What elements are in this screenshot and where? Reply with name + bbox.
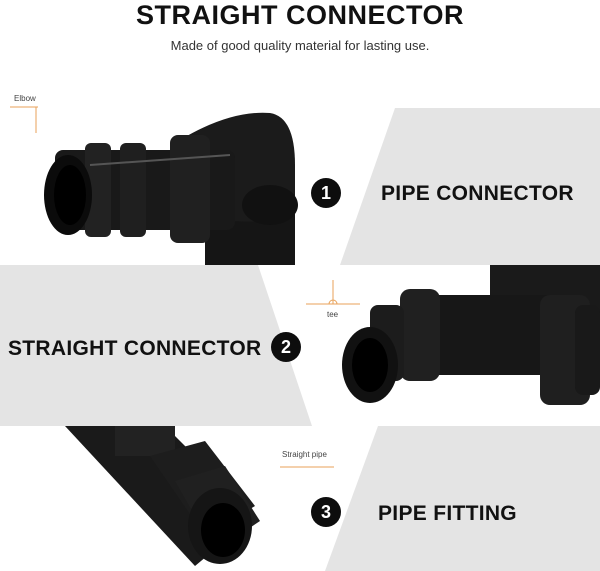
straight-pipe-callout-line [280, 466, 334, 468]
panel-2-bg [0, 265, 312, 426]
step-badge-2: 2 [271, 332, 301, 362]
panel-3-bg [325, 426, 600, 571]
page-subtitle: Made of good quality material for lastin… [170, 38, 430, 53]
callout-straight-pipe: Straight pipe [282, 450, 327, 459]
label-pipe-connector: PIPE CONNECTOR [381, 182, 574, 205]
label-straight-connector: STRAIGHT CONNECTOR [8, 337, 262, 360]
straight-pipe-image [65, 426, 260, 566]
callout-tee: tee [327, 310, 339, 319]
callout-elbow: Elbow [14, 94, 36, 103]
elbow-callout-line [10, 106, 38, 133]
label-pipe-fitting: PIPE FITTING [378, 502, 517, 525]
elbow-image [44, 112, 298, 265]
step-badge-1: 1 [311, 178, 341, 208]
panel-1-bg [340, 108, 600, 265]
page-title: STRAIGHT CONNECTOR [135, 0, 464, 30]
tee-image [342, 265, 600, 405]
step-badge-3: 3 [311, 497, 341, 527]
tee-callout-line [306, 280, 360, 305]
